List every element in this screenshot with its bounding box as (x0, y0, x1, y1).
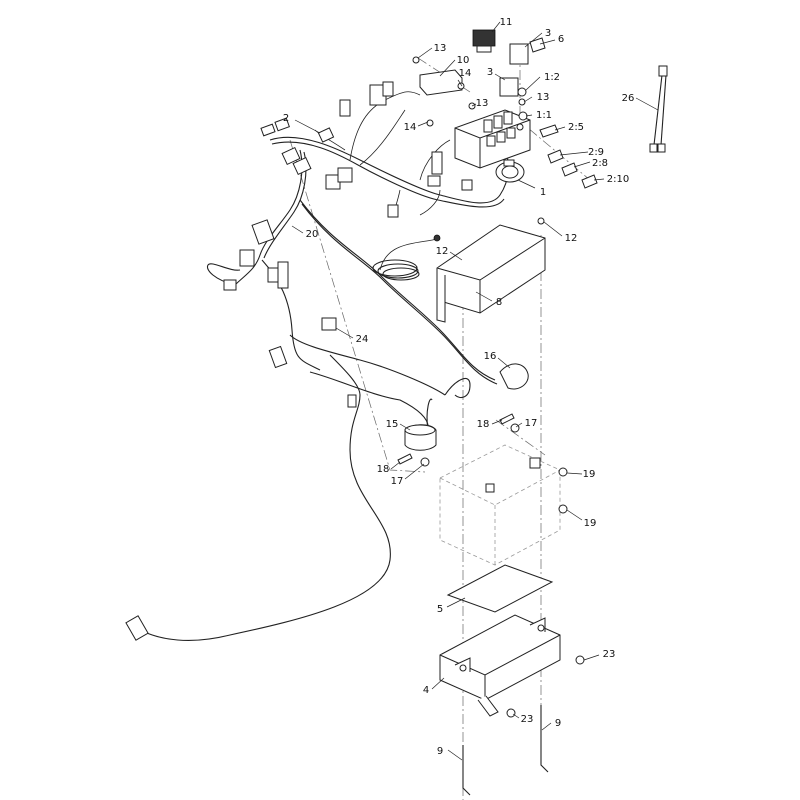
callout-2-5: 2:5 (568, 122, 584, 133)
relays (472, 29, 546, 131)
callout-16: 16 (484, 351, 497, 362)
ignition-switch (495, 159, 525, 183)
control-panel-block (454, 109, 531, 169)
battery-tray (439, 614, 585, 718)
callout-12: 12 (436, 246, 449, 257)
battery-bracket-top (436, 224, 546, 323)
callout-23: 23 (603, 649, 616, 660)
callout-13: 13 (434, 43, 447, 54)
wire-coil (372, 234, 441, 281)
harness-connectors (125, 81, 473, 641)
wiring-harness (139, 91, 509, 641)
battery-cables (397, 363, 568, 514)
callout-3: 3 (545, 28, 551, 39)
callout-23: 23 (521, 714, 534, 725)
battery-pad (446, 564, 554, 613)
callout-labels: 11 3 6 13 10 14 3 1:2 13 13 1:1 14 2:5 2… (283, 17, 635, 757)
callout-8: 8 (496, 297, 502, 308)
callout-4: 4 (423, 685, 429, 696)
callout-11: 11 (500, 17, 513, 28)
callout-15: 15 (386, 419, 399, 430)
callout-5: 5 (437, 604, 443, 615)
callout-2-10: 2:10 (607, 174, 629, 185)
relay-bracket (419, 69, 463, 96)
callout-26: 26 (622, 93, 635, 104)
callout-3: 3 (487, 67, 493, 78)
j-bolts (462, 705, 549, 796)
callout-14: 14 (459, 68, 472, 79)
callout-12: 12 (565, 233, 578, 244)
callout-14: 14 (404, 122, 417, 133)
callout-9: 9 (555, 718, 561, 729)
callout-6: 6 (558, 34, 564, 45)
callout-1: 1 (540, 187, 546, 198)
callout-19: 19 (584, 518, 597, 529)
callout-18: 18 (477, 419, 490, 430)
callout-1-2: 1:2 (544, 72, 560, 83)
callout-18: 18 (377, 464, 390, 475)
callout-17: 17 (391, 476, 404, 487)
callout-2: 2 (283, 113, 289, 124)
callout-2-9: 2:9 (588, 147, 604, 158)
callout-20: 20 (306, 229, 319, 240)
callout-19: 19 (583, 469, 596, 480)
callout-9: 9 (437, 746, 443, 757)
battery (439, 444, 561, 566)
callout-17: 17 (525, 418, 538, 429)
lead-wire-26 (649, 65, 668, 153)
callout-13: 13 (476, 98, 489, 109)
callout-13: 13 (537, 92, 550, 103)
terminals (539, 124, 598, 189)
callout-24: 24 (356, 334, 369, 345)
leader-lines (291, 21, 659, 761)
callout-1-1: 1:1 (536, 110, 552, 121)
callout-2-8: 2:8 (592, 158, 608, 169)
callout-10: 10 (457, 55, 470, 66)
